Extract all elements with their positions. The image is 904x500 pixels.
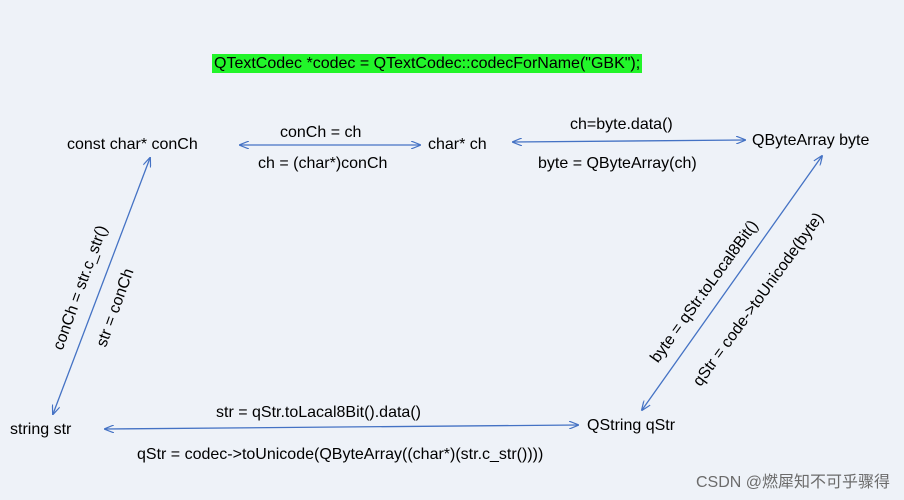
edge-label-string-qstring-bottom: qStr = codec->toUnicode(QByteArray((char… — [137, 446, 544, 463]
edge-label-char-bytearray-top: ch=byte.data() — [570, 116, 673, 133]
arrow-string-qstring — [105, 425, 578, 429]
watermark: CSDN @燃犀知不可乎骤得 — [695, 474, 890, 491]
arrow-qstring-bytearray — [642, 156, 822, 410]
node-const-char: const char* conCh — [67, 136, 198, 153]
arrow-char-bytearray — [513, 140, 745, 142]
node-qstring: QString qStr — [587, 417, 676, 434]
edge-label-const-char-bottom: ch = (char*)conCh — [258, 155, 388, 172]
arrow-string-const — [53, 158, 150, 414]
node-string-str: string str — [10, 421, 72, 438]
node-char-ch: char* ch — [428, 136, 487, 153]
node-qbytearray: QByteArray byte — [752, 132, 870, 149]
codec-highlight: QTextCodec *codec = QTextCodec::codecFor… — [212, 54, 643, 73]
edge-label-char-bytearray-bottom: byte = QByteArray(ch) — [538, 155, 697, 172]
edge-label-string-qstring-top: str = qStr.toLacal8Bit().data() — [216, 404, 421, 421]
codec-declaration: QTextCodec *codec = QTextCodec::codecFor… — [212, 54, 643, 74]
edge-label-const-char-top: conCh = ch — [280, 124, 362, 141]
